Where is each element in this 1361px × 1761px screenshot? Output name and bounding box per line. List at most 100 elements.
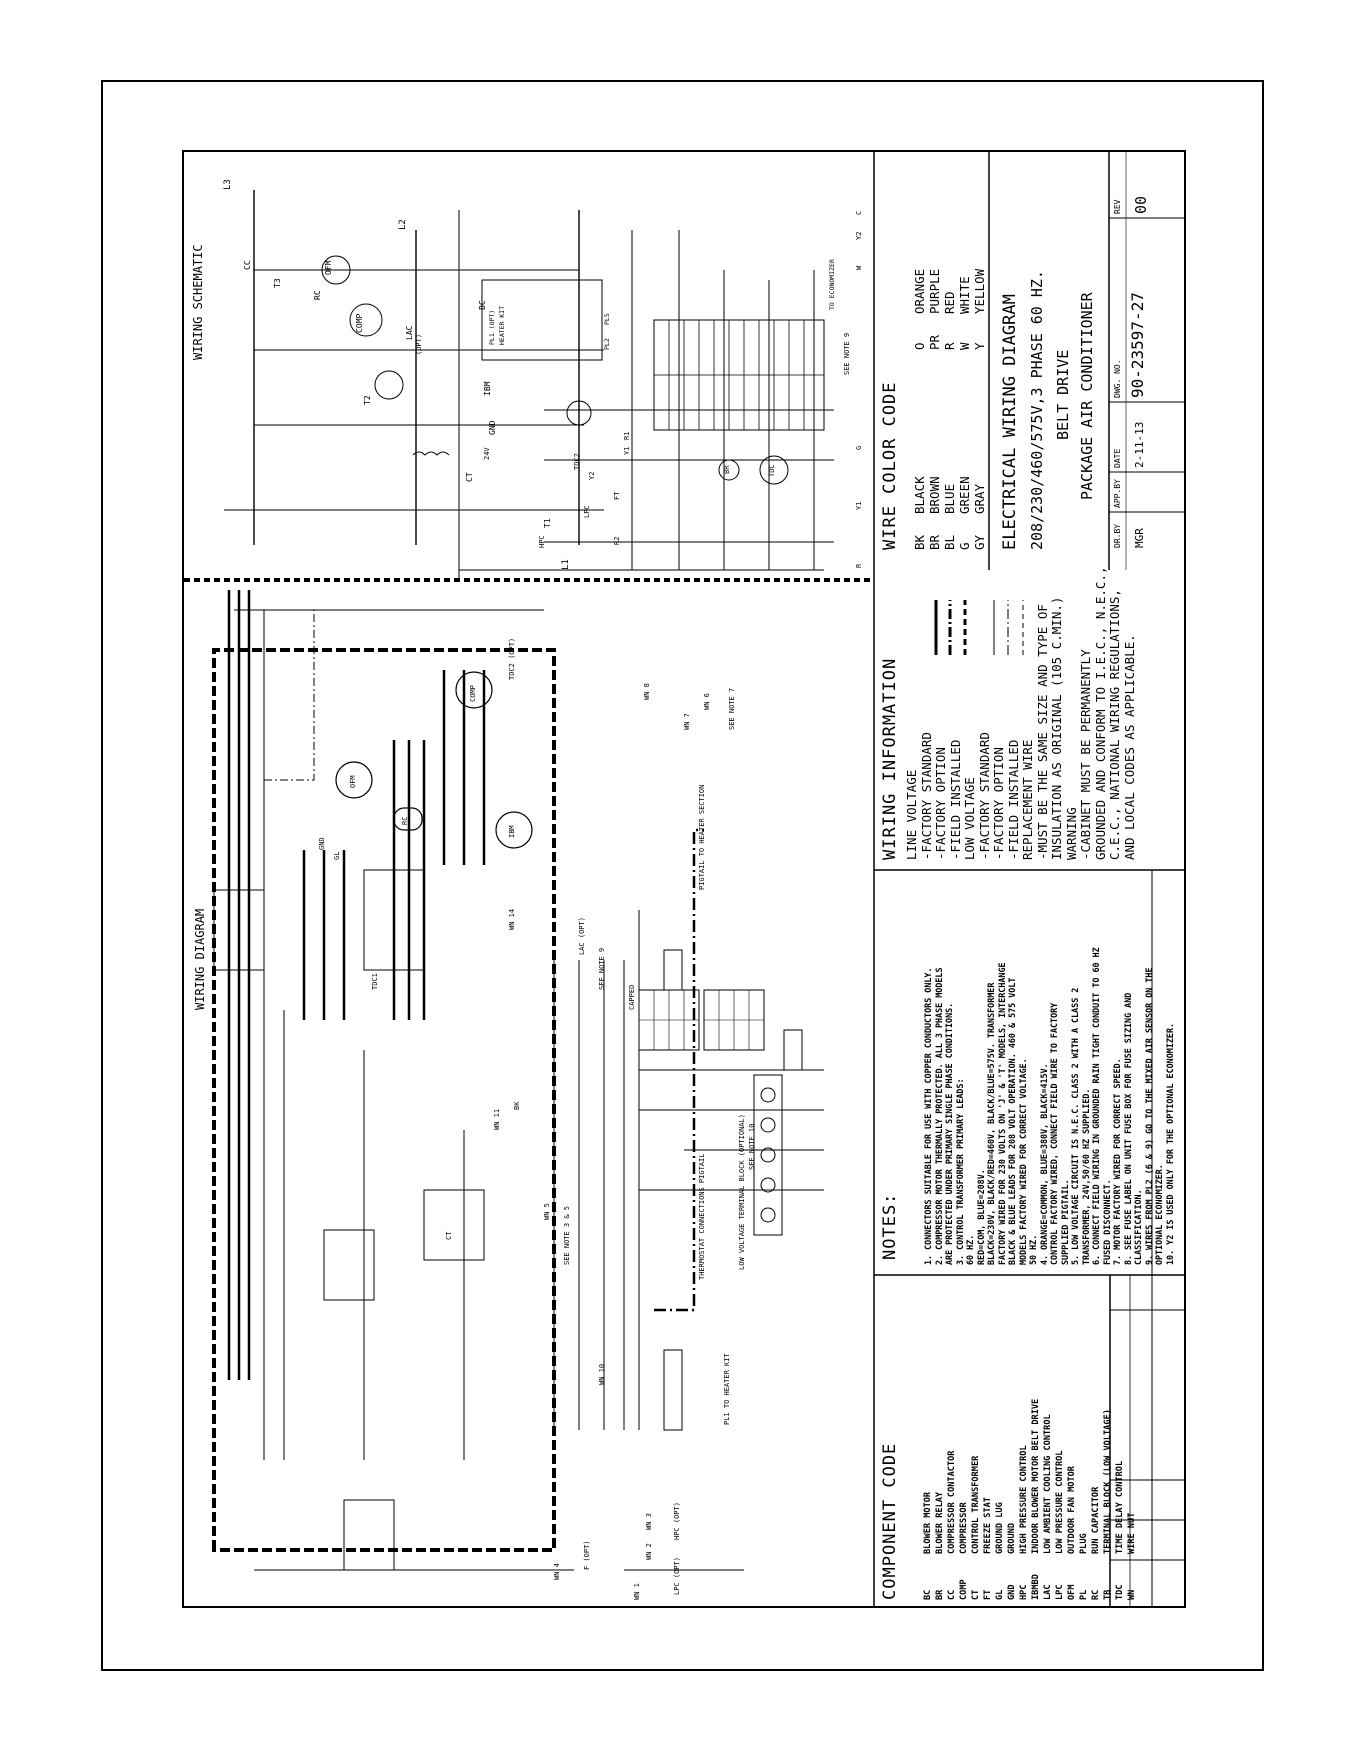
schematic-ft: FT bbox=[613, 491, 621, 500]
wn14-label: WN 14 bbox=[508, 908, 516, 930]
diagram-ibm: IBM bbox=[508, 825, 516, 838]
wiring-info-line: -FIELD INSTALLED bbox=[947, 739, 963, 860]
wiring-info-line: -FIELD INSTALLED bbox=[1005, 739, 1021, 860]
wiring-diagram bbox=[212, 590, 824, 1571]
dwg-no-label: DWG. NO. bbox=[1113, 359, 1122, 398]
note-line: OPTIONAL ECONOMIZER. bbox=[1154, 1164, 1164, 1265]
schematic-l2: L2 bbox=[398, 219, 408, 230]
schematic-hpc: HPC bbox=[538, 535, 546, 548]
diagram-comp: COMP bbox=[469, 685, 477, 702]
component-row: OFMOUTDOOR FAN MOTOR bbox=[1067, 1466, 1077, 1600]
dwg-no-value: 90-23597-27 bbox=[1128, 292, 1147, 398]
note-line: 7. MOTOR FACTORY WIRED FOR CORRECT SPEED… bbox=[1112, 1058, 1122, 1265]
schematic-lac: LAC bbox=[405, 325, 414, 340]
wn1-label: WN 1 bbox=[633, 1583, 641, 1600]
wiring-diagram-title: WIRING DIAGRAM bbox=[193, 908, 207, 1010]
note-line: RED=COM, BLUE=208V. bbox=[975, 1169, 986, 1265]
wiring-schematic bbox=[224, 190, 834, 580]
wire-color-row: BKBLACK bbox=[912, 476, 927, 550]
schematic-tdc2: TDC2 bbox=[573, 453, 581, 470]
wiring-info-title: WIRING INFORMATION bbox=[880, 657, 900, 860]
lv-terminal-block-label: LOW VOLTAGE TERMINAL BLOCK (OPTIONAL) bbox=[738, 1114, 746, 1270]
wiring-info-line: LINE VOLTAGE bbox=[904, 769, 919, 860]
date-value: 2-11-13 bbox=[1133, 421, 1146, 468]
wn4-label: WN 4 bbox=[553, 1563, 561, 1580]
tdc2-opt-label: TDC2 (OPT) bbox=[508, 637, 516, 680]
wire-color-row: YYELLOW bbox=[972, 268, 987, 350]
wn2-label: WN 2 bbox=[645, 1543, 653, 1560]
tdc1-label: TDC1 bbox=[371, 973, 379, 990]
note-line: CLASSIFICATION. bbox=[1133, 1189, 1143, 1265]
wn10-label: WN 10 bbox=[598, 1363, 606, 1385]
wiring-info-line: -FACTORY STANDARD bbox=[976, 732, 992, 860]
diagram-ofm: OFM bbox=[349, 775, 357, 788]
component-row: CTCONTROL TRANSFORMER bbox=[971, 1455, 981, 1600]
wiring-info-line: AND LOCAL CODES AS APPLICABLE. bbox=[1121, 634, 1137, 860]
schematic-rc: RC bbox=[313, 290, 322, 300]
title-line-3: BELT DRIVE bbox=[1054, 349, 1072, 440]
wiring-info-line: -FACTORY OPTION bbox=[933, 747, 948, 860]
diagram-lac: LAC (OPT) bbox=[578, 917, 586, 955]
note-line: BLACK & BLUE LEADS FOR 208 VOLT OPERATIO… bbox=[1007, 977, 1017, 1265]
schematic-pl2: PL2 bbox=[603, 338, 611, 350]
page-frame bbox=[101, 80, 1264, 1671]
schematic-24v: 24V bbox=[483, 447, 491, 460]
see-note-7-label: SEE NOTE 7 bbox=[728, 687, 736, 730]
wire-color-row: OORANGE bbox=[912, 268, 927, 350]
schematic-lac-opt: (OPT) bbox=[415, 333, 423, 355]
component-row: LACLOW AMBIENT COOLING CONTROL bbox=[1043, 1414, 1053, 1600]
wire-color-row: BLBLUE bbox=[942, 483, 957, 550]
component-row: COMPCOMPRESSOR bbox=[959, 1502, 969, 1600]
component-row: GLGROUND LUG bbox=[995, 1502, 1005, 1600]
wiring-info-line: -FACTORY OPTION bbox=[991, 747, 1006, 860]
see-note-3-5-label: SEE NOTE 3 & 5 bbox=[563, 1205, 571, 1265]
wire-color-row: BRBROWN bbox=[927, 476, 942, 550]
component-row: BCBLOWER MOTOR bbox=[923, 1491, 933, 1600]
component-row: TDCTIME DELAY CONTROL bbox=[1115, 1460, 1125, 1600]
note-line: 9. WIRES FROM PL2 (6 & 9) GO TO THE MIXE… bbox=[1143, 967, 1154, 1266]
schematic-gnd: GND bbox=[488, 420, 497, 435]
schematic-heater-kit: HEATER KIT bbox=[498, 305, 506, 345]
component-row: FTFREEZE STAT bbox=[983, 1497, 993, 1600]
note-line: 8. SEE FUSE LABEL ON UNIT FUSE BOX FOR F… bbox=[1122, 992, 1133, 1265]
rev-value: 00 bbox=[1132, 195, 1150, 214]
component-row: LPCLOW PRESSURE CONTROL bbox=[1055, 1450, 1065, 1600]
schematic-ofm: OFM bbox=[324, 260, 333, 275]
diagram-bk: BK bbox=[513, 1101, 521, 1110]
note-line: 4. ORANGE=COMMON, BLUE=380V, BLACK=415V. bbox=[1038, 1063, 1049, 1265]
see-note-9-label: SEE NOTE 9 bbox=[598, 947, 606, 990]
wiring-info-line: -MUST BE THE SAME SIZE AND TYPE OF bbox=[1034, 604, 1050, 860]
component-row: PLPLUG bbox=[1079, 1533, 1089, 1600]
note-line: 50 HZ. bbox=[1028, 1234, 1038, 1265]
note-line: MODELS FACTORY WIRED FOR CORRECT VOLTAGE… bbox=[1017, 1058, 1028, 1265]
schematic-r-term: R bbox=[855, 563, 863, 568]
component-row: CCCOMPRESSOR CONTACTOR bbox=[947, 1450, 957, 1600]
schematic-y2: Y2 bbox=[588, 471, 596, 480]
rev-label: REV bbox=[1113, 199, 1122, 214]
wn7-label: WN 7 bbox=[683, 713, 691, 730]
schematic-pl5: PL5 bbox=[603, 313, 611, 325]
wire-color-row: GGREEN bbox=[957, 476, 972, 550]
see-note-10-label: SEE NOTE 10 bbox=[748, 1123, 756, 1170]
schematic-y1-term: Y1 bbox=[855, 501, 863, 510]
note-line: BLACK=230V, BLACK/RED=460V, BLACK/BLUE=5… bbox=[986, 982, 996, 1265]
schematic-tdc: TDC bbox=[768, 464, 776, 477]
rotated-drawing: WIRING SCHEMATIC L3 L2 L1 T3 T2 T1 CC RC… bbox=[184, 152, 1184, 1606]
diagram-gl: GL bbox=[333, 851, 341, 860]
schematic-pl1: PL1 (OPT) bbox=[488, 309, 496, 345]
note-line: 60 HZ. bbox=[965, 1234, 975, 1265]
wiring-info-line: C.E.C., NATIONAL WIRING REGULATIONS, bbox=[1107, 589, 1122, 860]
component-row: TBTERMINAL BLOCK (LOW VOLTAGE) bbox=[1103, 1409, 1113, 1600]
app-by-label: APP.BY bbox=[1113, 479, 1122, 508]
wiring-info-line: GROUNDED AND CONFORM TO I.E.C., N.E.C., bbox=[1092, 566, 1108, 861]
wiring-info-line: LOW VOLTAGE bbox=[962, 777, 977, 860]
component-row: WNWIRE NUT bbox=[1127, 1512, 1137, 1600]
wn11-label: WN 11 bbox=[493, 1108, 501, 1130]
wire-color-row: GYGRAY bbox=[972, 483, 987, 550]
wire-color-row: WWHITE bbox=[957, 276, 972, 350]
diagram-ct: CT bbox=[445, 1231, 453, 1240]
lpc-opt-label: LPC (OPT) bbox=[673, 1557, 681, 1595]
drawing-sheet: WIRING SCHEMATIC L3 L2 L1 T3 T2 T1 CC RC… bbox=[182, 150, 1186, 1608]
wn6-label: WN 6 bbox=[703, 693, 711, 710]
schematic-l1: L1 bbox=[561, 559, 571, 570]
